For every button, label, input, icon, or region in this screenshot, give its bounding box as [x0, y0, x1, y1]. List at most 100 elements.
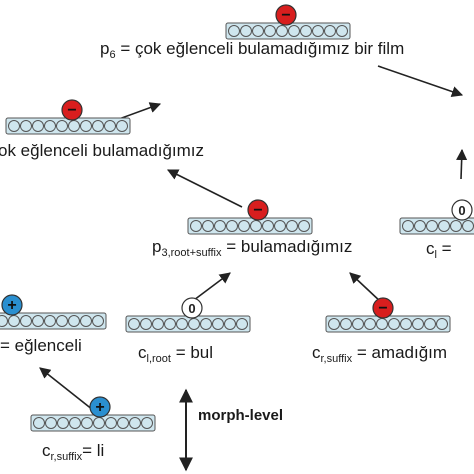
vector-cell — [20, 315, 32, 327]
vector-cell — [336, 25, 348, 37]
vector-cell — [202, 220, 214, 232]
sentiment-badge-neutral: 0 — [181, 297, 203, 319]
vector-cell — [68, 120, 80, 132]
arrow-right-to-p6 — [377, 65, 464, 98]
sentiment-badge-positive: + — [1, 294, 23, 316]
svg-text:−: − — [67, 102, 76, 119]
vector-cell — [44, 315, 56, 327]
vector-cell — [340, 318, 352, 330]
label-cr-suffix-li: cr,suffix= li — [42, 441, 105, 463]
vector-cell — [92, 120, 104, 132]
vector-cell — [68, 315, 80, 327]
vector-cell — [238, 220, 250, 232]
vector-cell — [80, 120, 92, 132]
vector-cell — [32, 120, 44, 132]
vector-cell — [424, 318, 436, 330]
vector-cell — [236, 318, 248, 330]
sentiment-badge-negative: − — [247, 199, 269, 221]
svg-text:−: − — [378, 300, 387, 317]
vector-cell — [426, 220, 438, 232]
vector-cell — [0, 315, 8, 327]
label-p3: p3,root+suffix = bulamadığımız — [152, 237, 353, 259]
vector-cell — [32, 315, 44, 327]
vector-cell — [212, 318, 224, 330]
vector-cell — [300, 25, 312, 37]
sentiment-badge-negative: − — [275, 4, 297, 26]
vector-cell — [8, 315, 20, 327]
vector-left_mid: + — [0, 294, 107, 330]
vector-cell — [328, 318, 340, 330]
vector-cell — [240, 25, 252, 37]
vector-cell — [352, 318, 364, 330]
sentiment-badge-negative: − — [372, 297, 394, 319]
vector-cl_root: 0 — [125, 297, 251, 333]
vector-cell — [376, 318, 388, 330]
vector-cell — [226, 220, 238, 232]
vector-cell — [57, 417, 69, 429]
vector-cell — [438, 220, 450, 232]
vector-cell — [224, 318, 236, 330]
vector-cell — [312, 25, 324, 37]
vector-cell — [56, 315, 68, 327]
vector-cell — [262, 220, 274, 232]
arrow-right-up — [456, 148, 468, 180]
vector-cell — [274, 220, 286, 232]
label-left-eglenceli: = eğlenceli — [0, 336, 82, 355]
svg-text:+: + — [95, 399, 104, 416]
vector-cell — [412, 318, 424, 330]
vector-cell — [117, 417, 129, 429]
sentiment-badge-negative: − — [61, 99, 83, 121]
svg-text:0: 0 — [188, 301, 195, 316]
arrow-clroot-to-p3 — [189, 272, 231, 304]
vector-cell — [129, 417, 141, 429]
vector-cell — [44, 120, 56, 132]
vector-cell — [8, 120, 20, 132]
label-cl-root: cl,root = bul — [138, 343, 214, 365]
sentiment-badge-neutral: 0 — [451, 199, 473, 221]
svg-text:0: 0 — [458, 203, 465, 218]
label-p6: p6 = çok eğlenceli bulamadığımız bir fil… — [100, 39, 405, 61]
vector-cell — [250, 220, 262, 232]
vector-cell — [80, 315, 92, 327]
vector-p6: − — [225, 4, 351, 40]
vector-cell — [450, 220, 462, 232]
vector-cell — [400, 318, 412, 330]
vector-cell — [252, 25, 264, 37]
vector-cell — [81, 417, 93, 429]
vector-cell — [93, 417, 105, 429]
vector-cell — [286, 220, 298, 232]
vector-cell — [45, 417, 57, 429]
vector-cell — [264, 25, 276, 37]
vector-cell — [388, 318, 400, 330]
vector-cell — [105, 417, 117, 429]
arrow-li-to-eglenceli — [39, 367, 94, 411]
svg-text:−: − — [281, 7, 290, 24]
vector-cell — [214, 220, 226, 232]
vector-cell — [188, 318, 200, 330]
arrow-crsuffix-to-p3 — [349, 272, 383, 304]
vector-p3: − — [187, 199, 313, 235]
vector-cl_right: 0 — [399, 199, 474, 235]
vector-cell — [164, 318, 176, 330]
level-label: morph-level — [198, 407, 284, 424]
label-cr-suffix-top: cr,suffix = amadığım — [312, 343, 448, 365]
vector-cr_suffix_top: − — [325, 297, 451, 333]
label-cl-right: cl = — [426, 239, 452, 261]
vector-cell — [176, 318, 188, 330]
vector-p5: − — [5, 99, 131, 135]
vector-cell — [402, 220, 414, 232]
vector-cell — [462, 220, 474, 232]
vector-cell — [276, 25, 288, 37]
vector-cell — [288, 25, 300, 37]
vector-cell — [436, 318, 448, 330]
vector-cell — [414, 220, 426, 232]
vector-cell — [228, 25, 240, 37]
vector-cell — [200, 318, 212, 330]
arrow-p3-to-p5 — [166, 169, 243, 208]
sentiment-badge-positive: + — [89, 396, 111, 418]
vector-cell — [20, 120, 32, 132]
vector-cell — [104, 120, 116, 132]
vector-cell — [56, 120, 68, 132]
edges-layer — [39, 65, 468, 472]
